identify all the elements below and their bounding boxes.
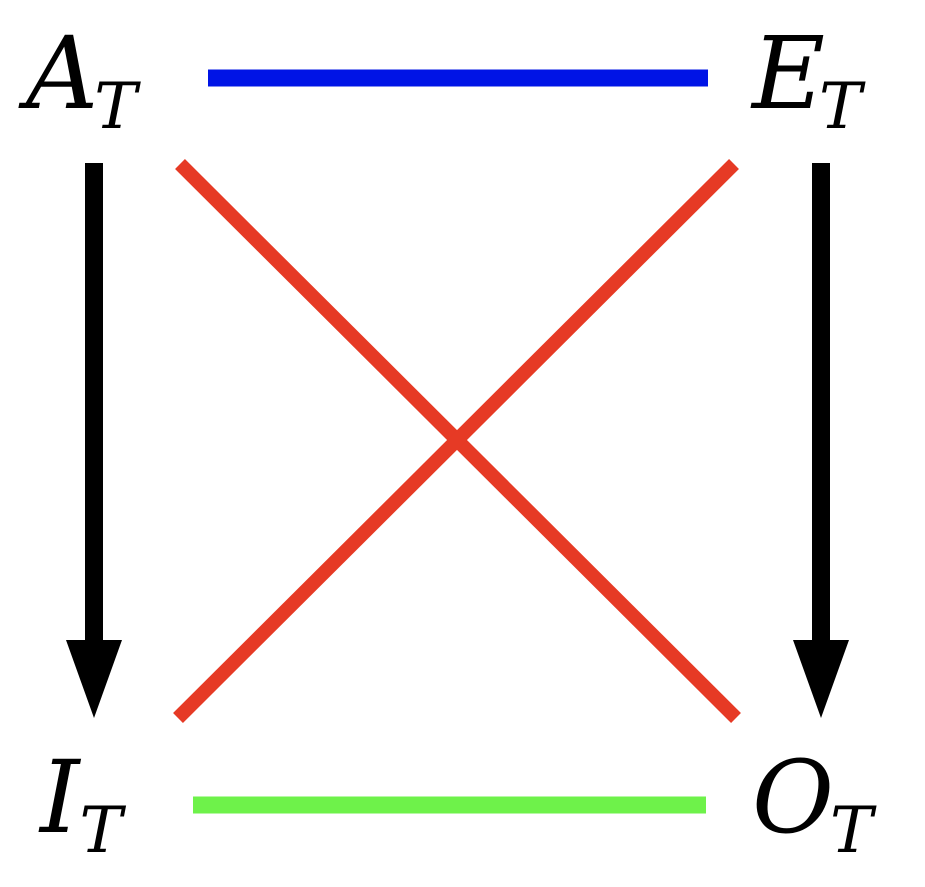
node-letter-e: E — [750, 15, 825, 132]
edge-left-arrow — [66, 163, 122, 718]
left-arrow-head — [66, 640, 122, 718]
node-label-bottom-right: OT — [752, 739, 877, 868]
node-letter-i: I — [38, 739, 82, 856]
node-subscript-a: T — [94, 70, 141, 144]
right-arrow-shaft — [812, 163, 830, 648]
node-letter-o: O — [752, 739, 834, 856]
node-label-bottom-left: IT — [38, 739, 127, 868]
node-label-top-left: AT — [18, 15, 141, 144]
edge-diagonal-e-i — [173, 159, 739, 723]
right-arrow-head — [793, 640, 849, 718]
node-letter-a: A — [18, 15, 98, 132]
node-subscript-o: T — [830, 794, 877, 868]
node-subscript-e: T — [819, 70, 866, 144]
edge-right-arrow — [793, 163, 849, 718]
node-subscript-i: T — [80, 794, 127, 868]
left-arrow-shaft — [85, 163, 103, 648]
node-label-top-right: ET — [750, 15, 866, 144]
